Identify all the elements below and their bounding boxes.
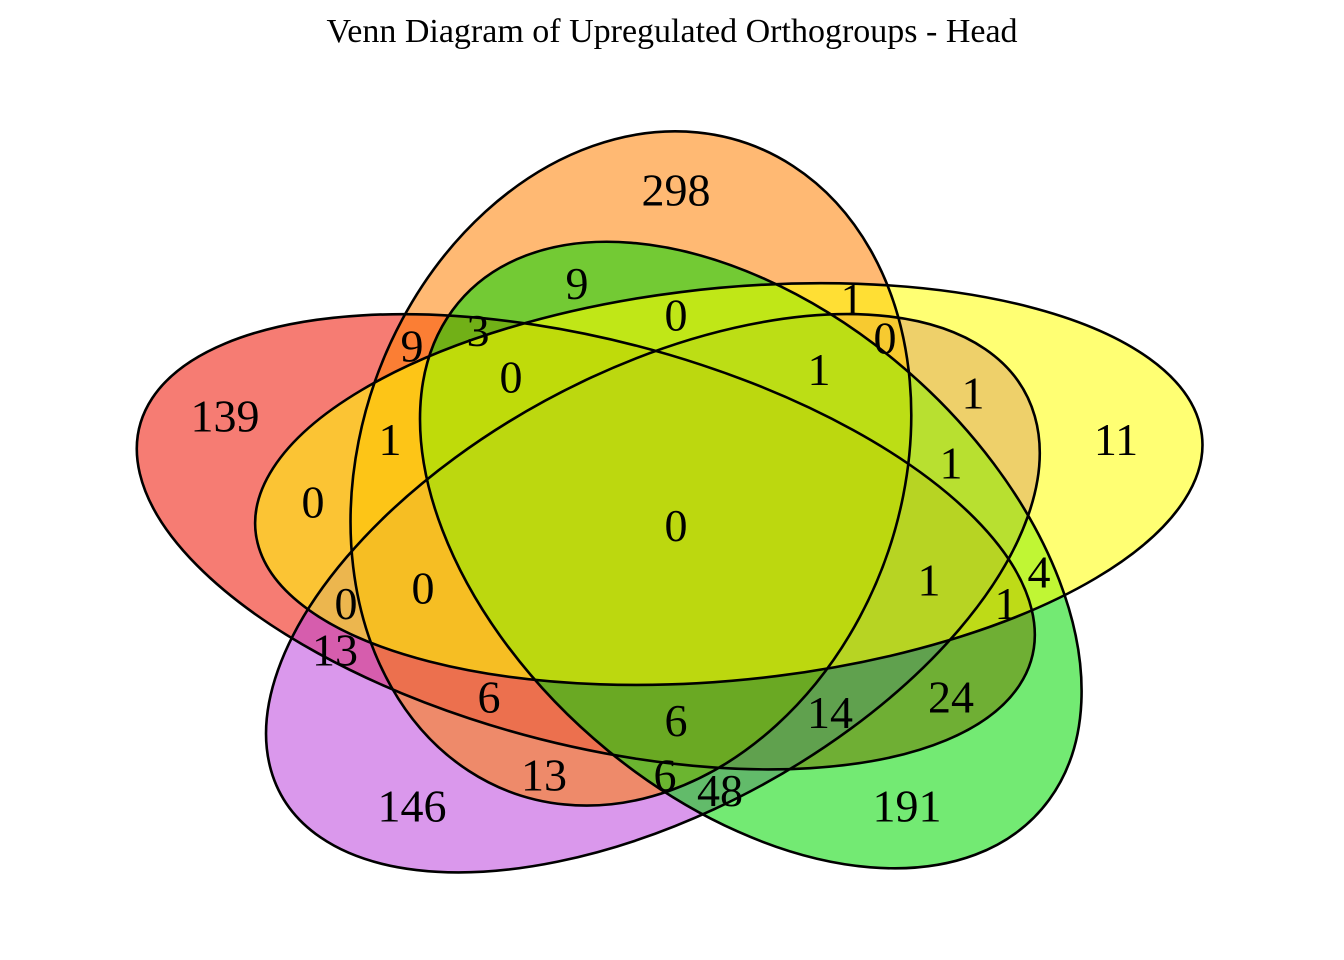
region-count-10100: 0	[302, 477, 325, 528]
region-count-01011: 6	[654, 750, 677, 801]
region-count-11111: 0	[665, 500, 688, 551]
region-count-11100: 1	[379, 414, 402, 465]
region-count-01000: 298	[642, 165, 711, 216]
region-count-11001: 6	[478, 672, 501, 723]
venn-ellipse-fills	[136, 131, 1203, 873]
chart-title: Venn Diagram of Upregulated Orthogroups …	[326, 13, 1017, 50]
region-count-00111: 1	[940, 438, 963, 489]
region-count-00011: 48	[697, 765, 743, 816]
region-count-10001: 13	[312, 625, 358, 676]
region-count-00010: 191	[873, 781, 942, 832]
region-count-11110: 0	[500, 352, 523, 403]
venn-ellipse-outline-set2	[292, 105, 970, 831]
region-count-10110: 1	[995, 578, 1018, 629]
venn-ellipse-outline-set1	[36, 222, 1136, 862]
region-count-01111: 1	[808, 344, 831, 395]
region-count-00101: 1	[962, 367, 985, 418]
region-count-00100: 11	[1094, 414, 1138, 465]
region-count-11000: 9	[401, 321, 424, 372]
venn-ellipse-outline-set4	[283, 164, 1218, 946]
region-count-11011: 6	[665, 695, 688, 746]
region-count-01110: 0	[665, 289, 688, 340]
region-count-11010: 3	[467, 305, 490, 356]
region-count-01010: 9	[566, 258, 589, 309]
region-count-00001: 146	[378, 781, 447, 832]
region-count-01100: 1	[841, 274, 864, 325]
region-count-10011: 14	[807, 687, 853, 738]
region-count-10101: 0	[335, 578, 358, 629]
venn-ellipse-set3	[255, 283, 1203, 685]
region-count-10111: 1	[918, 555, 941, 606]
venn-ellipse-outline-set5	[123, 214, 1183, 960]
region-count-11101: 0	[412, 562, 435, 613]
venn-ellipse-outlines	[36, 105, 1248, 960]
region-count-10010: 24	[928, 672, 974, 723]
region-count-01001: 13	[521, 750, 567, 801]
venn-ellipse-outline-set3	[210, 233, 1248, 735]
region-count-01101: 0	[874, 313, 897, 364]
region-count-10000: 139	[191, 391, 260, 442]
region-count-00110: 4	[1028, 547, 1051, 598]
